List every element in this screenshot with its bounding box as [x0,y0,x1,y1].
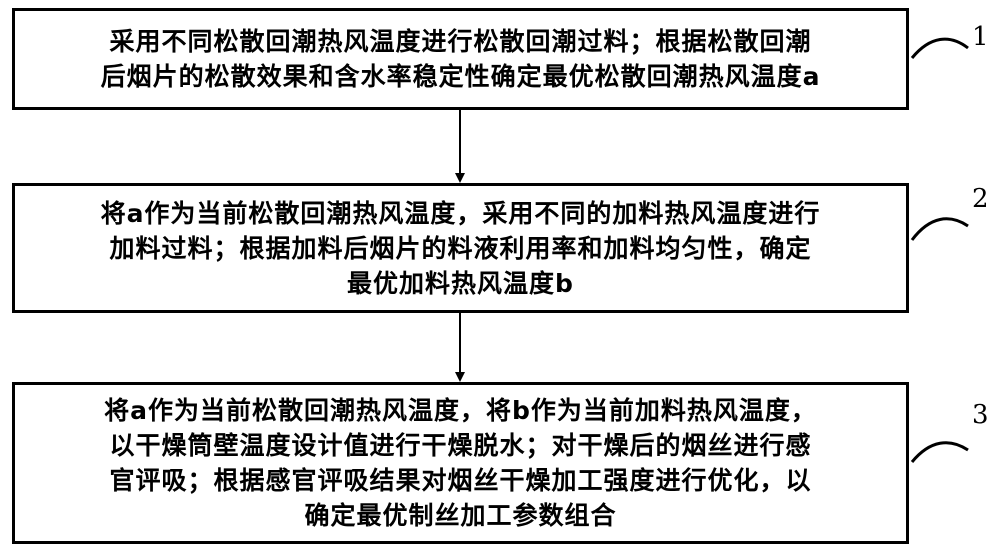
step-1-line-2: 后烟片的松散效果和含水率稳定性确定最优松散回潮热风温度a [25,59,896,94]
step-2-box: 将a作为当前松散回潮热风温度，采用不同的加料热风温度进行 加料过料；根据加料后烟… [12,183,909,313]
step-1-number: 1 [972,22,989,52]
step-3-line-1: 将a作为当前松散回潮热风温度，将b作为当前加料热风温度， [25,393,896,428]
step-2-line-1: 将a作为当前松散回潮热风温度，采用不同的加料热风温度进行 [25,196,896,231]
step-3-line-4: 确定最优制丝加工参数组合 [25,498,896,533]
step-1-text: 采用不同松散回潮热风温度进行松散回潮过料；根据松散回潮 后烟片的松散效果和含水率… [15,24,906,94]
leader-curve-1 [912,39,968,58]
step-3-number: 3 [972,400,989,430]
step-3-text: 将a作为当前松散回潮热风温度，将b作为当前加料热风温度， 以干燥筒壁温度设计值进… [15,393,906,533]
step-3-line-2: 以干燥筒壁温度设计值进行干燥脱水；对干燥后的烟丝进行感 [25,428,896,463]
leader-curve-3 [912,443,968,462]
step-3-box: 将a作为当前松散回潮热风温度，将b作为当前加料热风温度， 以干燥筒壁温度设计值进… [12,382,909,544]
step-2-line-3: 最优加料热风温度b [25,266,896,301]
step-2-number: 2 [972,184,989,214]
step-1-line-1: 采用不同松散回潮热风温度进行松散回潮过料；根据松散回潮 [25,24,896,59]
step-1-box: 采用不同松散回潮热风温度进行松散回潮过料；根据松散回潮 后烟片的松散效果和含水率… [12,8,909,110]
step-2-text: 将a作为当前松散回潮热风温度，采用不同的加料热风温度进行 加料过料；根据加料后烟… [15,196,906,301]
step-2-line-2: 加料过料；根据加料后烟片的料液利用率和加料均匀性，确定 [25,231,896,266]
leader-curve-2 [912,219,968,240]
step-3-line-3: 官评吸；根据感官评吸结果对烟丝干燥加工强度进行优化，以 [25,463,896,498]
